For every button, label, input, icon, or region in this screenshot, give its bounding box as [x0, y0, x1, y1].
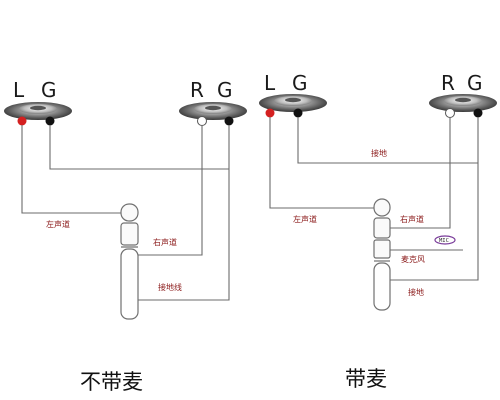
- diagram-with-mic: L G R G MIC 接地 左: [259, 71, 497, 391]
- caption-no-mic: 不带麦: [80, 370, 143, 394]
- microphone-label: 麦克风: [401, 254, 425, 264]
- audio-plug-mic-icon: [373, 198, 391, 311]
- right-ground-terminal-dot: [473, 108, 483, 118]
- left-ground-terminal-dot: [293, 108, 303, 118]
- right-terminal-dot: [197, 116, 207, 126]
- ground-bridge-wire: [297, 117, 478, 164]
- right-ground-terminal-dot: [224, 116, 234, 126]
- caption-with-mic: 带麦: [345, 367, 387, 391]
- ground-wire-label: 接地线: [158, 282, 182, 292]
- microphone-icon: MIC: [434, 235, 456, 245]
- speaker-letter-g: G: [217, 78, 233, 102]
- audio-plug-icon: [120, 203, 139, 320]
- ground-top-label: 接地: [371, 148, 387, 158]
- speaker-letter-g: G: [41, 78, 57, 102]
- diagram-no-mic: L G R G 左声道 右声道 接地线 不带麦: [4, 78, 247, 394]
- speaker-letter-g: G: [467, 71, 483, 95]
- speaker-left-icon: [4, 102, 72, 120]
- speaker-letter-l: L: [264, 71, 276, 95]
- ground-bridge-wire: [49, 125, 229, 170]
- speaker-right-icon: [179, 102, 247, 120]
- right-channel-label: 右声道: [153, 237, 177, 247]
- right-terminal-dot: [445, 108, 455, 118]
- speaker-letter-r: R: [190, 78, 204, 102]
- left-ground-terminal-dot: [45, 116, 55, 126]
- speaker-left-icon: [259, 94, 327, 112]
- left-channel-wire: [269, 117, 374, 209]
- left-channel-wire: [21, 125, 121, 214]
- speaker-letter-l: L: [13, 78, 25, 102]
- ground-wire: [138, 125, 230, 301]
- speaker-letter-g: G: [292, 71, 308, 95]
- mic-chip-label: MIC: [439, 238, 449, 244]
- speaker-right-icon: [429, 94, 497, 112]
- right-channel-label: 右声道: [400, 214, 424, 224]
- speaker-letter-r: R: [441, 71, 455, 95]
- right-channel-wire: [138, 125, 203, 256]
- right-channel-wire: [390, 117, 451, 229]
- ground-bottom-label: 接地: [408, 287, 424, 297]
- left-channel-label: 左声道: [293, 214, 317, 224]
- left-terminal-dot: [17, 116, 27, 126]
- ground-wire: [390, 117, 479, 281]
- left-channel-label: 左声道: [46, 219, 70, 229]
- left-terminal-dot: [265, 108, 275, 118]
